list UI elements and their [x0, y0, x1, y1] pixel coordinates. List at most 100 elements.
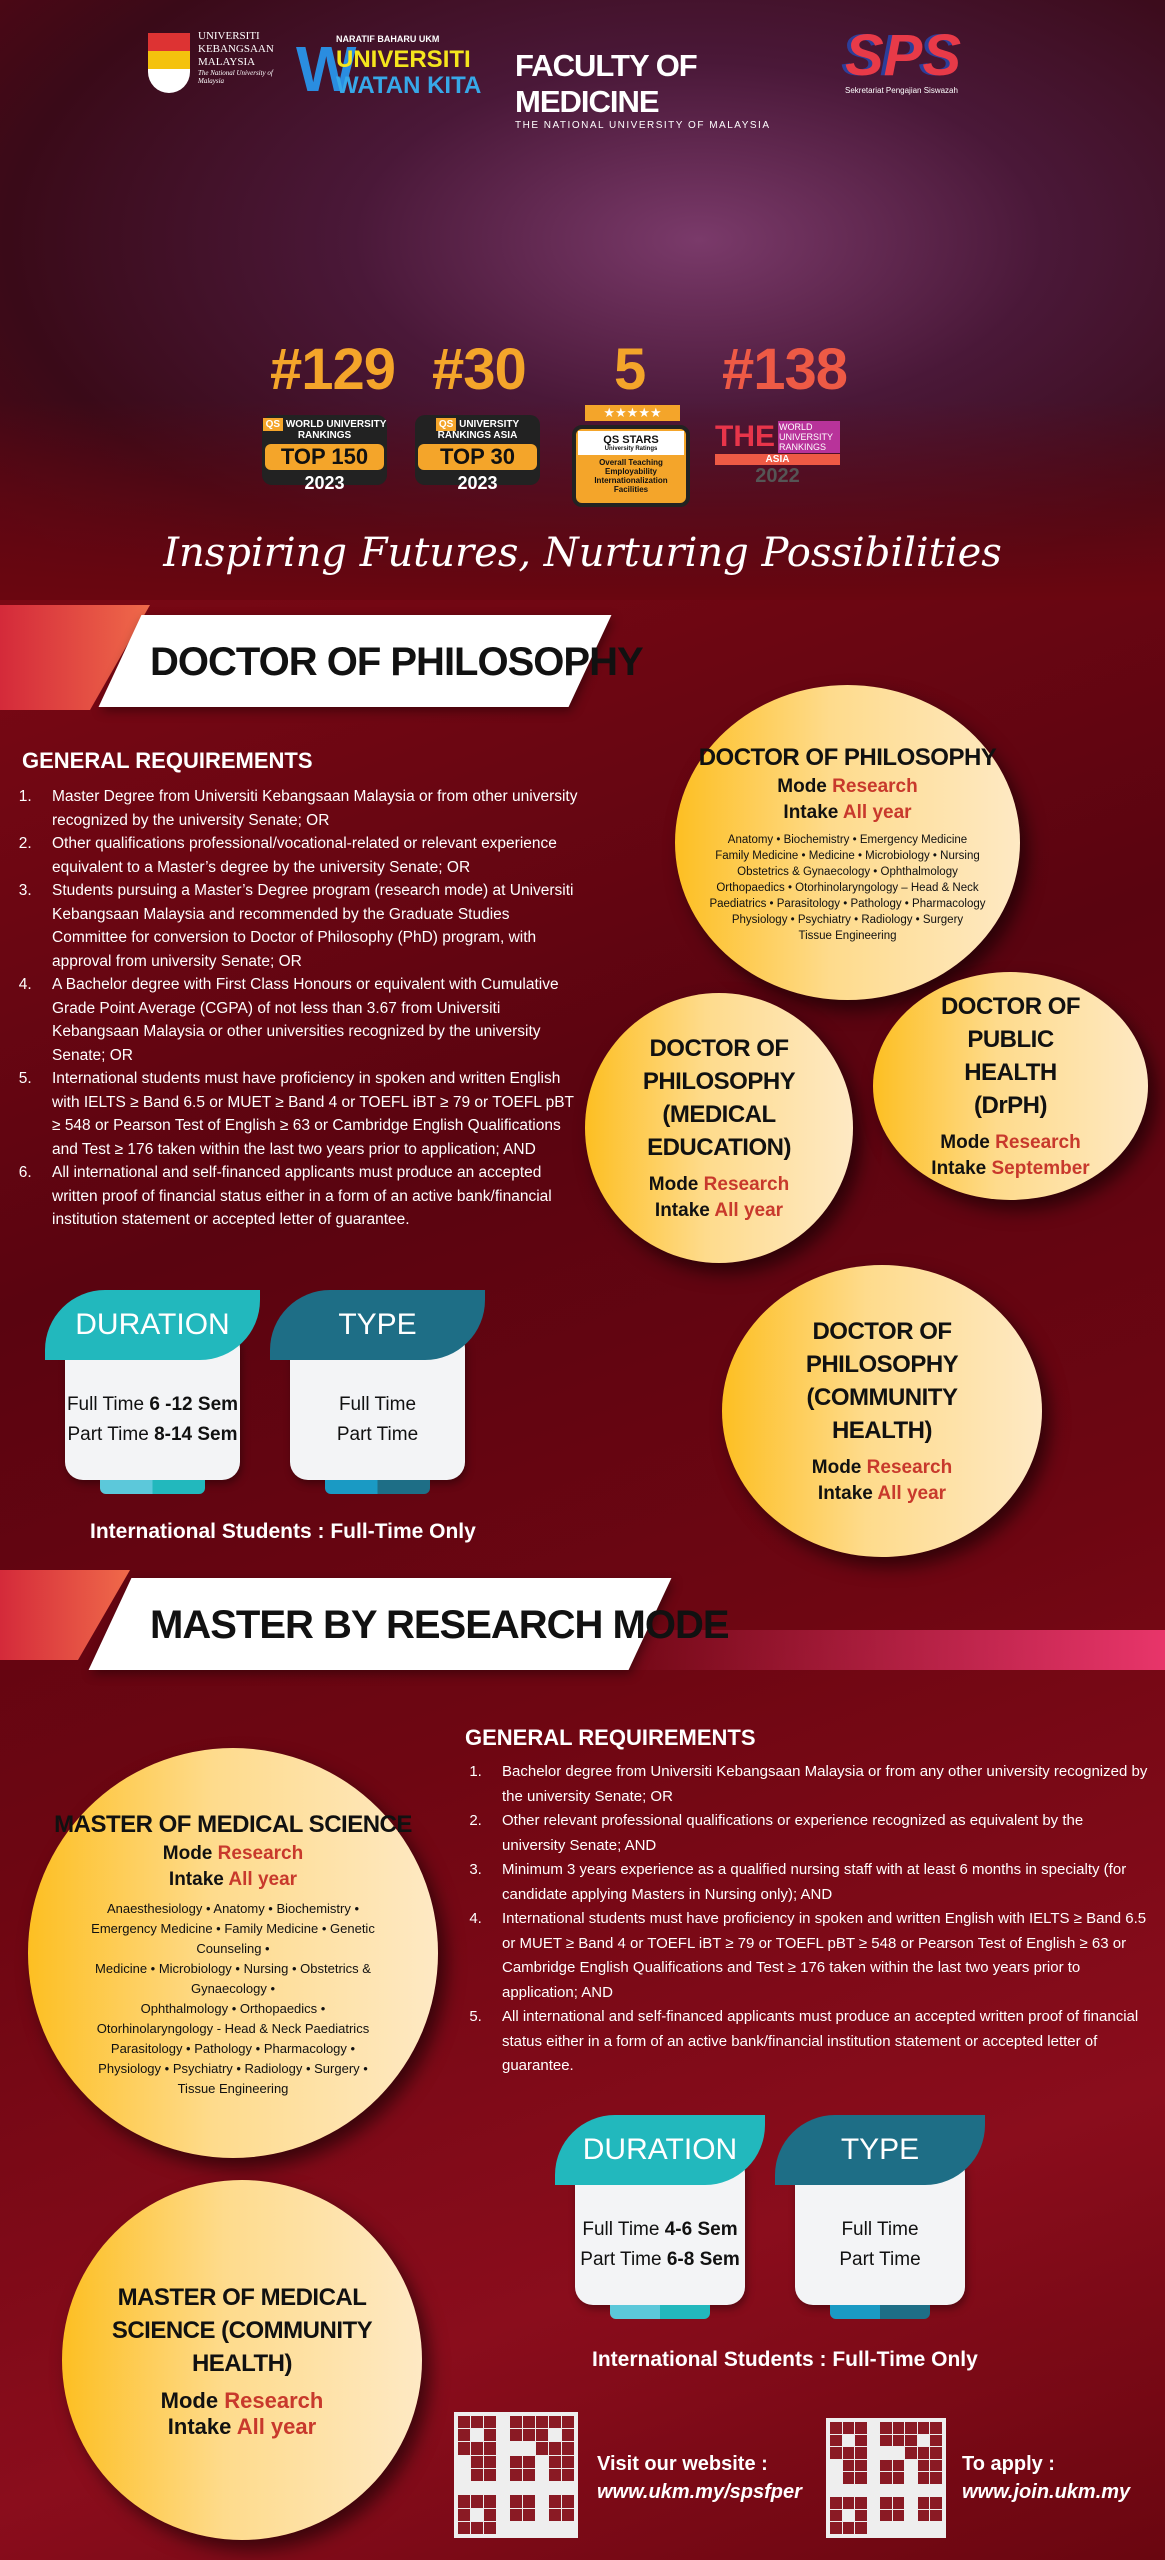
qr-module [562, 2508, 574, 2521]
qr-module [471, 2429, 483, 2442]
qr-module [842, 2497, 855, 2509]
qr-module [842, 2484, 855, 2497]
qr-module [867, 2522, 880, 2534]
qr-module [930, 2522, 942, 2534]
qr-module [562, 2482, 574, 2495]
qr-module [523, 2495, 535, 2508]
website-url[interactable]: www.ukm.my/spsfper [597, 2481, 802, 2503]
qr-module [523, 2416, 535, 2429]
badge-region: ASIA [715, 454, 840, 465]
qr-module [549, 2495, 561, 2508]
qr-module [562, 2442, 574, 2455]
qr-module [842, 2509, 855, 2522]
qr-module [536, 2521, 548, 2534]
apply-url[interactable]: www.join.ukm.my [962, 2481, 1131, 2503]
ukm-tagline: The National University of Malaysia [198, 69, 273, 85]
type-option: Part Time [839, 2249, 921, 2270]
qr-module [880, 2484, 892, 2497]
qr-module [842, 2459, 855, 2472]
qr-module [892, 2522, 905, 2534]
qr-module [471, 2508, 483, 2521]
qr-module [497, 2508, 509, 2521]
phd-type-card: Full Time Part Time TYPE [270, 1290, 485, 1495]
qr-module [830, 2472, 842, 2484]
qr-module [523, 2468, 535, 2482]
requirement-item: A Bachelor degree with First Class Honou… [36, 973, 580, 1067]
qr-module [549, 2521, 561, 2534]
qr-module [892, 2434, 905, 2447]
program-title: DOCTOR OF PHILOSOPHY [698, 744, 997, 771]
qr-module [855, 2459, 867, 2472]
qr-module [562, 2455, 574, 2468]
qr-module [917, 2509, 930, 2522]
program-mode: Mode Research [162, 1842, 304, 1864]
requirement-item: Master Degree from Universiti Kebangsaan… [36, 785, 580, 832]
badge-label: TOP 150 [265, 444, 384, 470]
program-title: DOCTOR OF PHILOSOPHY (COMMUNITY HEALTH) [805, 1318, 959, 1444]
qr-module [892, 2484, 905, 2497]
qr-module [930, 2497, 942, 2509]
card-tab [325, 1480, 430, 1494]
qr-module [536, 2429, 548, 2442]
qr-module [497, 2495, 509, 2508]
qr-module [855, 2509, 867, 2522]
qr-module [930, 2422, 942, 2434]
website-link[interactable]: Visit our website : www.ukm.my/spsfper [597, 2450, 802, 2506]
phd-banner-title: DOCTOR OF PHILOSOPHY [150, 640, 644, 684]
qr-module [523, 2521, 535, 2534]
qr-module [497, 2416, 509, 2429]
universiti-watan-kita-logo: W NARATIF BAHARU UKM UNIVERSITI WATAN KI… [296, 32, 506, 102]
master-international-note: International Students : Full-Time Only [592, 2348, 978, 2371]
qr-module [855, 2422, 867, 2434]
program-title: MASTER OF MEDICAL SCIENCE [54, 1810, 412, 1838]
program-mode: Mode Research [648, 1174, 790, 1195]
qr-module [510, 2416, 522, 2429]
qr-module [484, 2468, 496, 2482]
apply-link[interactable]: To apply : www.join.ukm.my [962, 2450, 1130, 2506]
qr-module [880, 2434, 892, 2447]
apply-qr-code[interactable] [826, 2418, 946, 2538]
program-fields: Anaesthesiology • Anatomy • Biochemistry… [91, 1900, 375, 2096]
duration-header: DURATION [555, 2115, 765, 2185]
qr-module [536, 2468, 548, 2482]
qr-module [562, 2521, 574, 2534]
program-intake: Intake All year [168, 1868, 298, 1890]
program-intake: Intake All year [783, 802, 912, 823]
qr-module [917, 2484, 930, 2497]
phd-requirements-title: GENERAL REQUIREMENTS [22, 748, 313, 773]
qr-module [484, 2429, 496, 2442]
qr-module [930, 2434, 942, 2447]
requirement-item: All international and self-financed appl… [486, 2005, 1150, 2079]
program-mode: Mode Research [160, 2387, 324, 2413]
qr-module [536, 2482, 548, 2495]
qr-module [855, 2497, 867, 2509]
qr-module [536, 2455, 548, 2468]
qr-module [905, 2509, 917, 2522]
requirement-item: Other relevant professional qualificatio… [486, 1809, 1150, 1858]
qr-module [562, 2416, 574, 2429]
program-master-medical-science: MASTER OF MEDICAL SCIENCE Mode Research … [28, 1748, 438, 2158]
qr-module [458, 2521, 470, 2534]
qr-module [549, 2429, 561, 2442]
qr-module [905, 2447, 917, 2459]
ukm-line3: MALAYSIA [198, 56, 256, 68]
qr-module [867, 2484, 880, 2497]
qr-module [842, 2522, 855, 2534]
qr-module [855, 2472, 867, 2484]
qr-module [892, 2509, 905, 2522]
phd-duration-card: Full Time 6 -12 Sem Part Time 8-14 Sem D… [45, 1290, 260, 1495]
qr-module [905, 2434, 917, 2447]
website-qr-code[interactable] [454, 2412, 578, 2538]
requirement-item: Students pursuing a Master’s Degree prog… [36, 879, 580, 973]
qr-module [471, 2495, 483, 2508]
requirement-item: All international and self-financed appl… [36, 1161, 580, 1232]
program-phd-medical-education: DOCTOR OF PHILOSOPHY (MEDICAL EDUCATION)… [585, 993, 853, 1263]
badge-year: 2022 [755, 465, 800, 487]
duration-part-time: Part Time 6-8 Sem [580, 2249, 740, 2270]
qr-module [830, 2484, 842, 2497]
requirement-item: International students must have profici… [486, 1907, 1150, 2005]
badge-text: WORLD UNIVERSITY RANKINGS [285, 419, 387, 441]
qr-module [830, 2447, 842, 2459]
tagline: Inspiring Futures, Nurturing Possibiliti… [163, 530, 1002, 576]
faculty-title: FACULTY OF MEDICINE [515, 48, 698, 119]
